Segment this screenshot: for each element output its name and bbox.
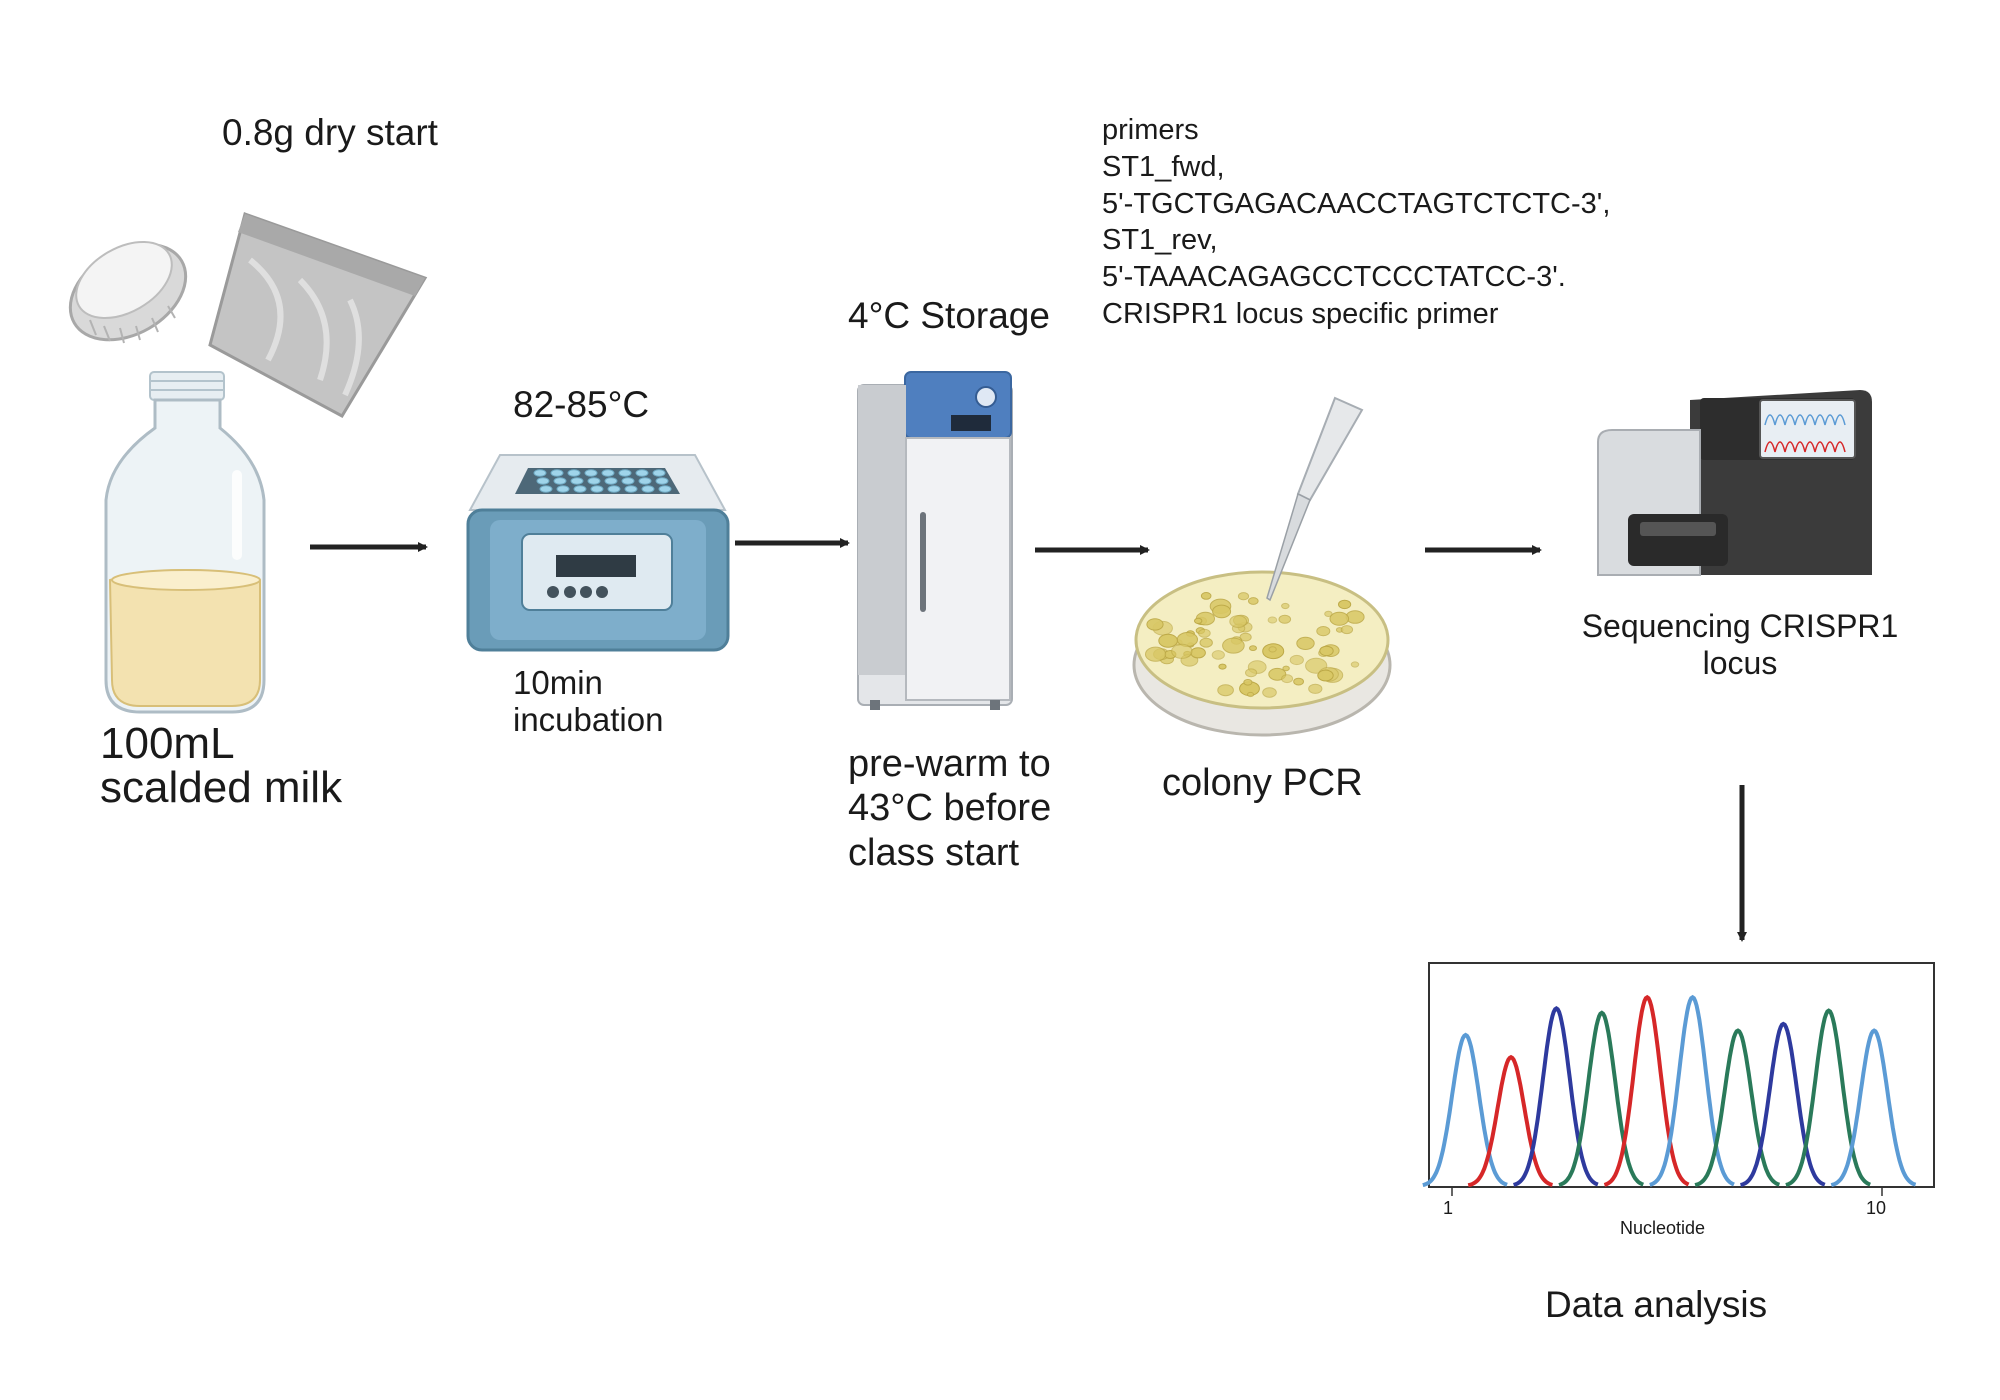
colony [1245,668,1258,678]
colony [1308,683,1323,694]
colony [1296,636,1315,651]
heat-block-well [652,469,666,477]
colony [1198,628,1211,638]
heat-block-well [539,485,553,493]
primers-label: primers ST1_fwd, 5'-TGCTGAGACAACCTAGTCTC… [1102,114,1611,331]
colony [1194,617,1203,625]
petri-dish-icon [1132,570,1392,737]
colony [1229,615,1248,628]
colony [1239,632,1252,642]
heat-block-well [621,477,635,485]
colony [1171,643,1193,659]
chromatogram-peak [1467,1054,1553,1188]
colony [1317,669,1334,682]
colony [1222,637,1245,654]
heat-block-well [553,477,567,485]
yeast-packet-icon [208,212,428,418]
colony [1145,646,1167,662]
heat-block-well [590,485,604,493]
heat-block-well [584,469,598,477]
colony [1345,610,1365,624]
incubation-label: 10min incubation [513,664,664,739]
sequencing-label: Sequencing CRISPR1 locus [1581,608,1899,681]
colony [1199,637,1213,648]
heat-block-well [655,477,669,485]
heat-block-well [641,485,655,493]
colony [1237,592,1250,601]
colony [1267,616,1278,624]
heat-block-well [658,485,672,493]
storage-label: 4°C Storage [848,295,1050,336]
heat-block-well [618,469,632,477]
temperature-label: 82-85°C [513,384,650,425]
colony [1211,650,1225,660]
heat-block-well [601,469,615,477]
colony [1281,602,1290,610]
colony [1158,633,1178,648]
data-analysis-label: Data analysis [1545,1284,1768,1325]
colony [1217,684,1234,697]
heat-block-icon [466,454,730,652]
prewarm-label: pre-warm to 43°C before class start [848,743,1052,874]
heat-block-well [536,477,550,485]
heat-block-well [587,477,601,485]
chromatogram-xlabel: Nucleotide [1620,1218,1706,1238]
heat-block-well [624,485,638,493]
heat-block-well [604,477,618,485]
colony [1212,604,1232,619]
pipette-icon [1266,396,1364,602]
colony [1340,625,1354,635]
chromatogram-peak [1603,994,1690,1187]
tick-label-first: 1 [1443,1198,1454,1218]
colony [1282,665,1290,672]
colony [1268,646,1277,653]
colony [1248,597,1259,605]
colony [1289,654,1304,666]
heat-block-well [556,485,570,493]
dry-start-label: 0.8g dry start [222,112,438,153]
refrigerator-icon [857,371,1013,710]
heat-block-well [607,485,621,493]
colony [1281,674,1294,684]
colony [1329,611,1350,626]
colony [1262,687,1277,698]
colony-pcr-label: colony PCR [1162,762,1363,804]
heat-block-well [638,477,652,485]
colony [1278,614,1292,624]
chromatogram-peak [1422,1032,1508,1188]
heat-block-well [550,469,564,477]
chromatogram-peak [1558,1010,1644,1187]
heat-block-well [567,469,581,477]
colony [1190,647,1206,659]
chromatogram-peak [1513,1005,1599,1187]
heat-block-well [570,477,584,485]
chromatogram [1422,962,1935,1196]
chromatogram-peak [1740,1021,1826,1187]
chromatogram-peak [1785,1008,1871,1187]
colony [1293,677,1304,686]
sequencer-icon [1597,390,1872,576]
media-bottle-icon [104,371,266,714]
heat-block-well [635,469,649,477]
heat-block-well [533,469,547,477]
colony [1324,610,1333,618]
bottle-lid-icon [68,241,188,344]
colony [1319,645,1334,657]
chromatogram-peak [1694,1028,1780,1188]
colony [1243,679,1253,686]
tick-label-last: 10 [1866,1198,1887,1218]
colony [1200,592,1212,600]
colony [1350,661,1360,668]
colony [1218,663,1227,670]
heat-block-well [573,485,587,493]
chromatogram-peak [1649,994,1735,1187]
milk-label: 100mL scalded milk [100,719,343,812]
colony [1316,626,1331,637]
colony [1249,645,1257,651]
colony [1338,599,1352,610]
chromatogram-peak [1830,1028,1917,1188]
colony [1146,618,1164,631]
colony [1246,691,1255,698]
